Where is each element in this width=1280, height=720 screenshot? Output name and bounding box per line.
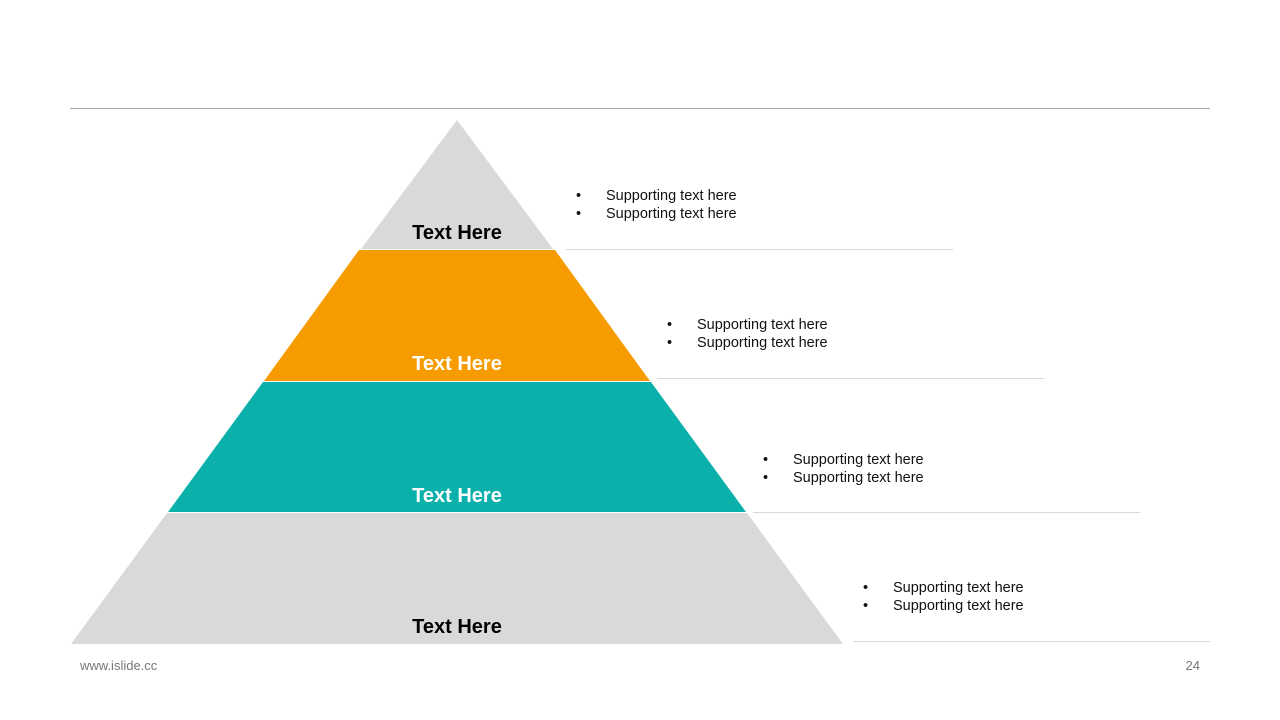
footer-url[interactable]: www.islide.cc	[80, 658, 158, 673]
tier-2-divider	[657, 378, 1044, 379]
bullet-item: Supporting text here	[763, 469, 924, 487]
bullet-item: Supporting text here	[667, 334, 828, 352]
top-rule	[70, 108, 1210, 109]
tier-3-divider	[753, 512, 1140, 513]
tier-4-bullets: Supporting text here Supporting text her…	[863, 579, 1024, 615]
tier-3-bullets: Supporting text here Supporting text her…	[763, 451, 924, 487]
bullet-item: Supporting text here	[863, 579, 1024, 597]
pyramid-tier-1	[361, 120, 553, 249]
page-number: 24	[1185, 658, 1200, 673]
bullet-item: Supporting text here	[667, 316, 828, 334]
tier-label-3: Text Here	[412, 485, 502, 507]
tier-1-divider	[566, 249, 953, 250]
bullet-item: Supporting text here	[763, 451, 924, 469]
bullet-item: Supporting text here	[863, 597, 1024, 615]
tier-2-bullets: Supporting text here Supporting text her…	[667, 316, 828, 352]
pyramid-tier-4	[71, 513, 843, 644]
pyramid-tier-2	[264, 250, 650, 381]
tier-label-1: Text Here	[412, 222, 502, 244]
bullet-item: Supporting text here	[576, 187, 737, 205]
tier-label-4: Text Here	[412, 616, 502, 638]
tier-label-2: Text Here	[412, 353, 502, 375]
bullet-item: Supporting text here	[576, 205, 737, 223]
tier-4-divider	[853, 641, 1210, 642]
pyramid-tier-3	[168, 382, 746, 512]
tier-1-bullets: Supporting text here Supporting text her…	[576, 187, 737, 223]
